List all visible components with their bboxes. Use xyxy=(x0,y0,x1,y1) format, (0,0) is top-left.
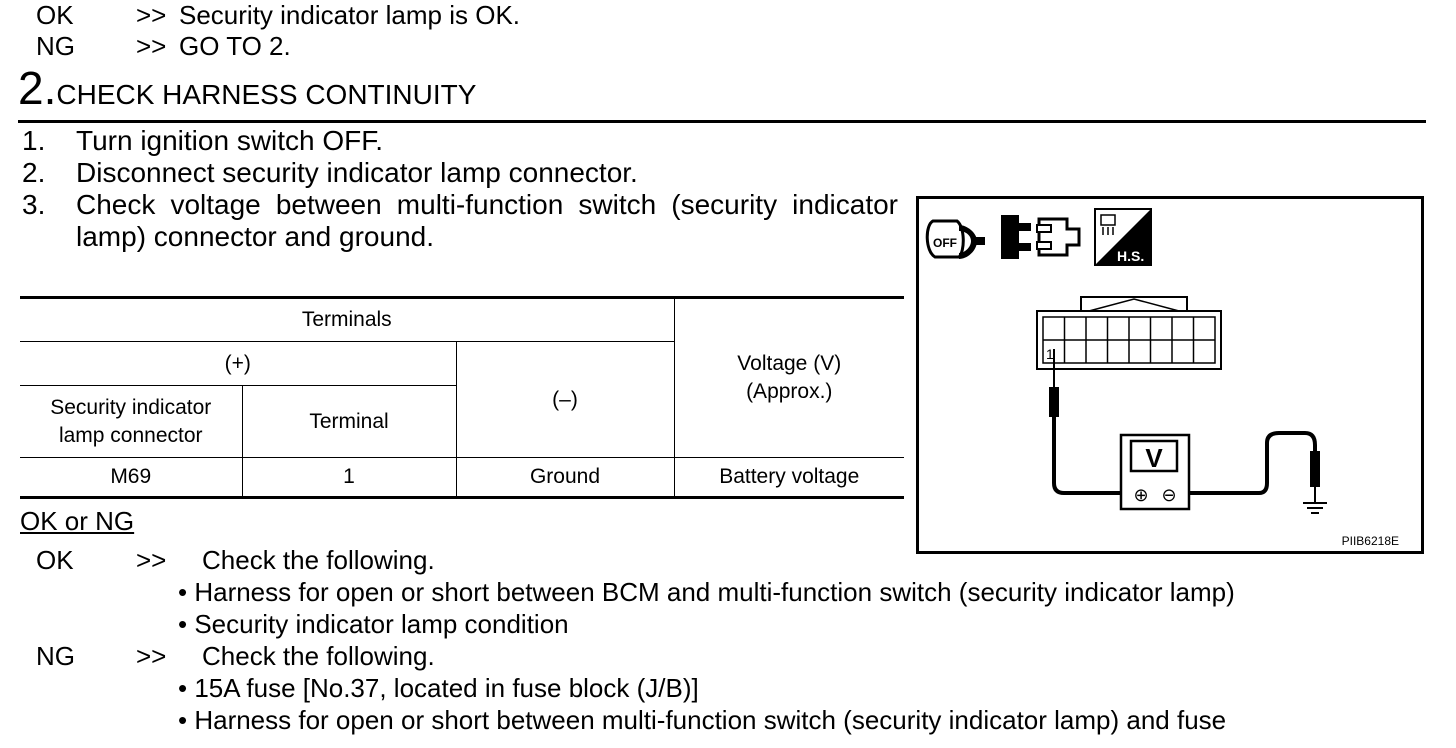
result-ok-item: • Security indicator lamp condition xyxy=(178,609,569,639)
cell-connector: M69 xyxy=(20,457,243,499)
instruction-1-text: Turn ignition switch OFF. xyxy=(76,125,384,156)
cell-voltage: Battery voltage xyxy=(673,457,904,499)
result-ng-item-2-text: Harness for open or short between multi-… xyxy=(194,705,1227,735)
connector-header-line1: Security indicator xyxy=(50,395,212,419)
prev-ok-label: OK xyxy=(36,0,74,30)
instruction-2-text: Disconnect security indicator lamp conne… xyxy=(76,157,638,188)
result-heading: OK or NG xyxy=(20,506,135,536)
result-ok-arrow: >> xyxy=(136,545,167,575)
key-off-text: OFF xyxy=(933,236,957,250)
result-ng-item: • 15A fuse [No.37, located in fuse block… xyxy=(178,673,699,703)
heading-rule xyxy=(18,120,1426,123)
prev-ng-text: GO TO 2. xyxy=(179,31,291,61)
connector-header: Security indicator lamp connector xyxy=(20,385,243,458)
voltage-header-line1: Voltage (V) xyxy=(737,352,842,375)
voltmeter-icon: V ⊕ ⊖ xyxy=(1119,433,1191,511)
meter-minus-terminal: ⊖ xyxy=(1161,485,1176,506)
wiring-figure: OFF H.S. xyxy=(916,196,1424,554)
step-title: CHECK HARNESS CONTINUITY xyxy=(56,79,477,110)
result-ng-item: • Harness for open or short between mult… xyxy=(178,705,1227,735)
cell-terminal: 1 xyxy=(241,457,457,499)
cell-minus: Ground xyxy=(455,457,675,499)
pin-1-label: 1 xyxy=(1046,346,1054,362)
connector-face: 1 xyxy=(1036,296,1222,370)
instruction-3-text-cont: lamp) connector and ground. xyxy=(76,221,434,252)
voltage-spec-table: Terminals Voltage (V) (Approx.) (+) (–) … xyxy=(20,296,904,499)
voltage-header-line2: (Approx.) xyxy=(746,380,833,403)
step-number: 2. xyxy=(18,62,57,114)
result-ng-arrow: >> xyxy=(136,641,167,671)
instruction-1-num: 1. xyxy=(22,125,46,156)
result-ng-label: NG xyxy=(36,641,75,671)
hs-text: H.S. xyxy=(1117,248,1144,264)
prev-ng-arrow: >> xyxy=(136,31,167,61)
ignition-key-icon: OFF xyxy=(925,219,985,259)
result-ng-text: Check the following. xyxy=(202,641,435,671)
table-row: M69 1 Ground Battery voltage xyxy=(20,457,904,499)
minus-header: (–) xyxy=(455,341,674,458)
result-ok-item-2-text: Security indicator lamp condition xyxy=(194,609,569,639)
result-ok-item: • Harness for open or short between BCM … xyxy=(178,577,1235,607)
prev-ok-text: Security indicator lamp is OK. xyxy=(179,0,521,30)
connector-header-line2: lamp connector xyxy=(58,423,203,447)
meter-plus-terminal: ⊕ xyxy=(1133,485,1148,506)
figure-code: PIIB6218E xyxy=(1342,534,1399,548)
terminal-header: Terminal xyxy=(241,385,456,458)
step-heading: 2.CHECK HARNESS CONTINUITY xyxy=(18,64,476,112)
voltage-header: Voltage (V) (Approx.) xyxy=(673,296,904,458)
probe-wires xyxy=(1049,349,1320,503)
result-ok-label: OK xyxy=(36,545,74,575)
result-ng-item-1-text: 15A fuse [No.37, located in fuse block (… xyxy=(194,673,699,703)
instruction-3-num: 3. xyxy=(22,189,46,220)
terminals-header: Terminals xyxy=(20,296,675,342)
instruction-2-num: 2. xyxy=(22,157,46,188)
prev-ok-arrow: >> xyxy=(136,0,167,30)
meter-v-label: V xyxy=(1145,443,1163,473)
prev-ng-label: NG xyxy=(36,31,75,61)
result-ok-text: Check the following. xyxy=(202,545,435,575)
connector-disconnect-icon xyxy=(1001,215,1081,259)
ground-icon xyxy=(1303,502,1327,514)
plus-header: (+) xyxy=(20,341,457,386)
harness-side-icon: H.S. xyxy=(1094,208,1152,266)
instruction-3-text: Check voltage between multi-function swi… xyxy=(76,189,898,220)
wiring-diagram: OFF H.S. xyxy=(925,208,1399,548)
result-ok-item-1-text: Harness for open or short between BCM an… xyxy=(194,577,1235,607)
